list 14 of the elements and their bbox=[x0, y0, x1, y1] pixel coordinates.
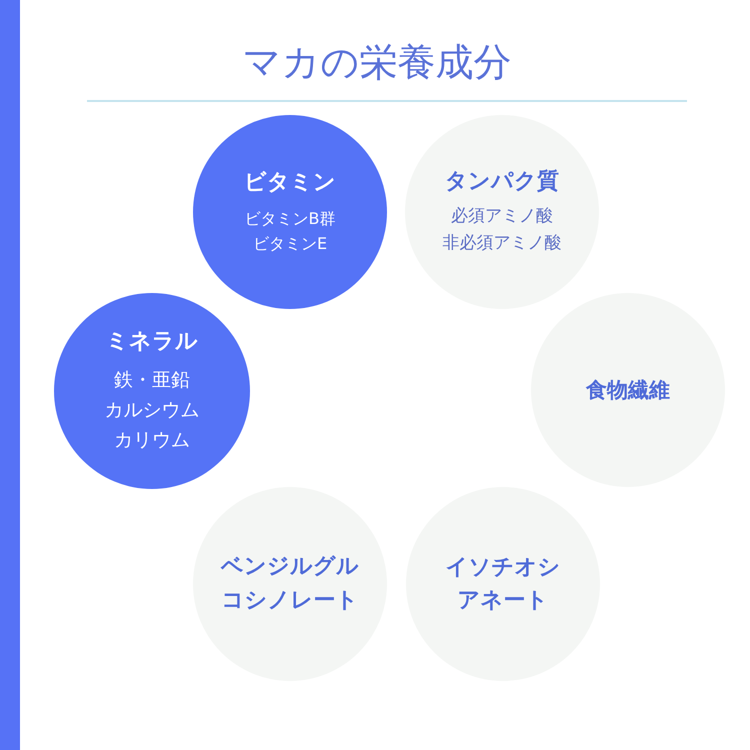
heading-text: 食物繊維 bbox=[586, 377, 670, 404]
item-text: カルシウム bbox=[104, 398, 200, 423]
item-text: 非必須アミノ酸 bbox=[442, 232, 562, 255]
item-text: ビタミンE bbox=[252, 233, 328, 255]
item-text: ビタミンB群 bbox=[244, 208, 336, 230]
heading-text: イソチオシアネート bbox=[445, 554, 561, 615]
heading-text: ベンジルグルコシノレート bbox=[220, 553, 360, 615]
heading-text: ミネラル bbox=[106, 328, 198, 356]
title: マカの栄養成分 bbox=[242, 39, 512, 86]
item-text: 鉄・亜鉛 bbox=[114, 368, 190, 393]
item-text: カリウム bbox=[114, 428, 190, 453]
heading-text: ビタミン bbox=[244, 169, 336, 197]
heading-text: タンパク質 bbox=[445, 168, 559, 196]
item-text: 必須アミノ酸 bbox=[451, 205, 553, 228]
